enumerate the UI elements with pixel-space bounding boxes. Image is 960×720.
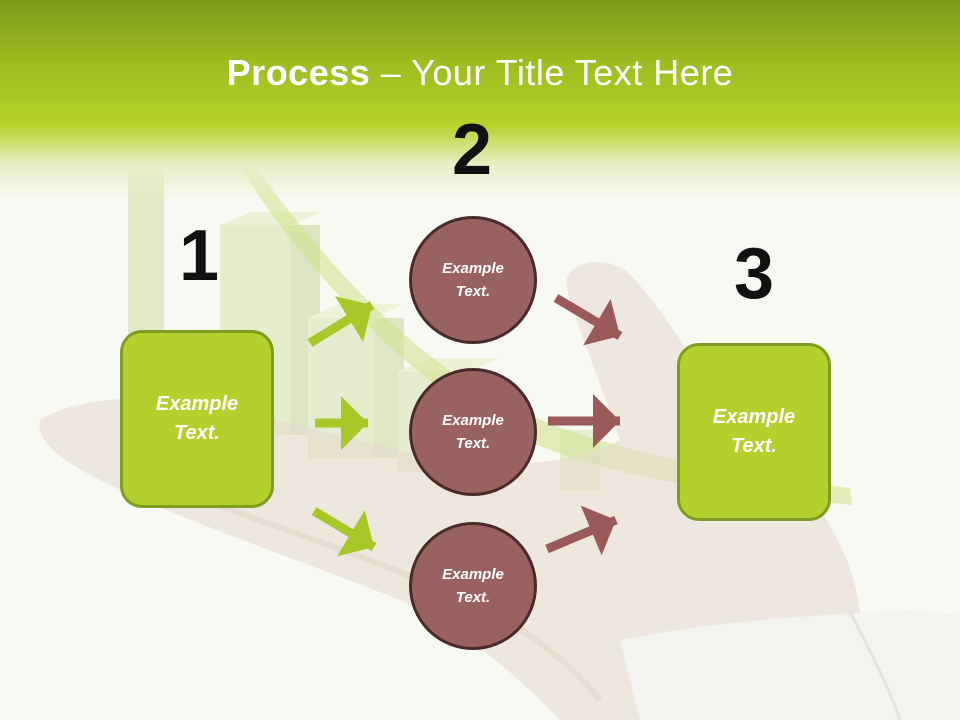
arrow-from-circle-1 <box>553 294 623 346</box>
circle-3: Example Text. <box>409 522 537 650</box>
circle-2-text: Example Text. <box>442 412 504 452</box>
circle-1-text: Example Text. <box>442 260 504 300</box>
step-3-box: Example Text. <box>677 343 831 521</box>
step-number-3: 3 <box>733 234 775 314</box>
circle-2: Example Text. <box>409 368 537 496</box>
title-rest: – Your Title Text Here <box>370 52 734 93</box>
arrow-to-circle-1 <box>307 296 375 347</box>
step-1-text: Example Text. <box>155 393 239 444</box>
header-band <box>0 0 960 200</box>
circle-3-text: Example Text. <box>442 566 504 606</box>
circle-1: Example Text. <box>409 216 537 344</box>
arrow-to-circle-3 <box>311 507 377 557</box>
step-1-box: Example Text. <box>120 330 274 508</box>
step-number-2: 2 <box>451 110 493 190</box>
slide-title: Process – Your Title Text Here <box>0 52 960 94</box>
step-3-text: Example Text. <box>712 406 796 457</box>
title-bold: Process <box>226 52 371 93</box>
step-number-1: 1 <box>178 216 220 296</box>
arrow-from-circle-3 <box>545 505 618 556</box>
